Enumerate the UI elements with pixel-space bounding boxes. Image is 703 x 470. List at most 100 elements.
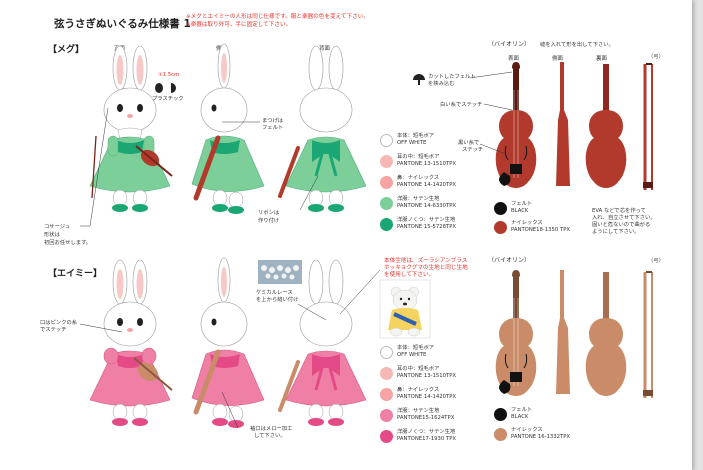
amy-swatch [380,388,393,401]
amy-swatch [380,346,393,359]
meg-material-name: 洋服ノくつ：サテン生地 [397,217,456,223]
amy-swatch [380,430,393,443]
bow-note-2: 入れ、自立させて下さい。 [592,215,656,221]
ann-cosage-3: 初回お任せします。 [44,240,92,246]
bow-meg [643,63,653,190]
violin-amy-label: （バイオリン） [488,257,531,264]
amy-material-code: PANTONE 13-1510TPX [397,373,457,379]
ann-black-stitch-1: 黒い糸で [458,140,480,146]
violin-meg-swatch [494,221,507,234]
lace-sample [258,260,302,284]
ann-cuff-1: 袖口はメロー加工 [250,426,293,432]
meg-material-code: PANTONE 14-6330TPX [397,203,457,209]
meg-material-code: OFF WHITE [397,140,427,146]
ann-eye-size: ①1.5cm [158,72,180,78]
violin-amy-side [556,270,570,394]
violin-meg-material-code: BLACK [511,208,529,214]
ann-ribbon-2: 作り付け [258,218,280,224]
ann-felt-cut-1: カットしたフェルト [428,74,476,80]
meg-side-figure [191,43,265,214]
meg-material-name: 耳の中：短毛ボア [397,154,440,160]
violin-amy-material-code: BLACK [511,414,529,420]
amy-material-name: 鼻：ナイレックス [397,387,440,393]
violin-amy-front [495,270,537,396]
meg-view-back: 背面 [319,46,331,52]
amy-material-code: PANTONE17-1930 TPX [397,436,457,442]
meg-material-code: PANTONE 13-1510TPX [397,161,457,167]
bow-amy [643,271,653,398]
ann-lashes-1: まつげは [262,118,284,124]
note-top-1: ※メグとエイミーの人形は同じ仕様です。服と楽器の色を変えて下さい。 [186,14,369,20]
amy-swatch [380,367,393,380]
meg-material-name: 本体：短毛ボア [397,133,435,139]
amy-label: 【エイミー】 [48,269,103,279]
violin-amy-material-name: ナイレックス [511,427,543,433]
bow-meg-label: （弓） [648,54,664,60]
ann-lace-1: ケミカルレース [256,290,293,296]
amy-material-code: PANTONE 14-1420TPX [397,394,457,400]
eye-part-icon [155,83,176,93]
amy-back-figure [278,259,367,426]
amy-material-name: 耳の中：短毛ボア [397,366,440,372]
meg-swatch [380,134,393,147]
felt-part-icon [413,74,425,85]
violin-meg-material-name: ナイレックス [511,220,543,226]
amy-material-code: PANTONE15-1624TPX [397,415,455,421]
meg-swatch [380,197,393,210]
violin-amy-swatch [494,428,507,441]
amy-swatch [380,409,393,422]
ann-mouth-2: でステッチ [40,327,67,333]
violin-view-back: 裏面 [596,56,608,62]
violin-view-front: 表面 [508,56,520,62]
violin-amy-back [585,272,627,396]
meg-swatch [380,218,393,231]
violin-meg-material-code: PANTONE18-1350 TPX [511,227,571,233]
ann-mouth-1: 口はピンクの糸 [40,320,78,326]
ann-cosage-1: コサージュ [44,224,71,230]
bow-note-1: EVA などで芯を作って [592,208,646,214]
violin-meg-label: （バイオリン） [488,41,531,48]
meg-swatch [380,155,393,168]
ann-plastic: プラスチック [152,96,184,102]
amy-material-name: 洋服：サテン生地 [397,408,440,414]
violin-amy-swatch [494,408,507,421]
violin-meg-material-name: フェルト [511,201,533,207]
amy-material-name: 洋服ノくつ：サテン生地 [397,429,456,435]
violin-amy-material-code: PANTONE 16-1332TPX [511,434,571,440]
polar-bear-photo [379,279,431,339]
meg-material-name: 鼻：ナイレックス [397,175,440,181]
meg-material-code: PANTONE 14-1420TPX [397,182,457,188]
meg-back-figure [278,45,367,212]
ann-felt-cut-2: を挟み込む [428,81,455,87]
meg-front-figure [89,45,173,212]
meg-label: 【メグ】 [48,45,85,55]
bow-amy-label: （弓） [648,258,664,264]
amy-red-note-1: 本体生地は、ズーラシアンブラス [384,258,468,264]
violin-view-side: 側面 [552,56,564,62]
violin-amy-material-name: フェルト [511,407,533,413]
bow-note-3: 固いと危ないので曲がる [592,222,651,228]
ann-black-stitch-2: ステッチ [462,147,484,153]
ann-lace-2: を上から縫い付け [256,297,299,303]
ann-ribbon-1: リボンは [258,210,280,216]
ann-lashes-2: フェルト [262,125,284,131]
amy-front-figure [89,259,173,426]
page-title: 弦うさぎぬいぐるみ仕様書 1 [54,18,191,30]
violin-meg-side [556,62,570,186]
ann-cosage-2: 形状は [44,232,60,238]
meg-material-code: PANTONE 15-5728TPX [397,224,457,230]
amy-red-note-2: ホッキョクグマの生地と同じ生地 [384,265,468,271]
violin-meg-back [585,64,627,188]
meg-material-name: 洋服：サテン生地 [397,196,440,202]
amy-red-note-3: を使用して下さい。 [384,272,435,278]
ann-cuff-2: して下さい。 [254,433,286,439]
ann-white-stitch: 白い糸でステッチ [440,102,483,108]
violin-meg-note: 縫を入れて形を出して下さい。 [540,42,614,48]
note-top-2: ※楽器は取り外可、手に固定して下さい。 [186,22,292,28]
amy-material-code: OFF WHITE [397,352,427,358]
violin-meg-front [495,62,537,188]
